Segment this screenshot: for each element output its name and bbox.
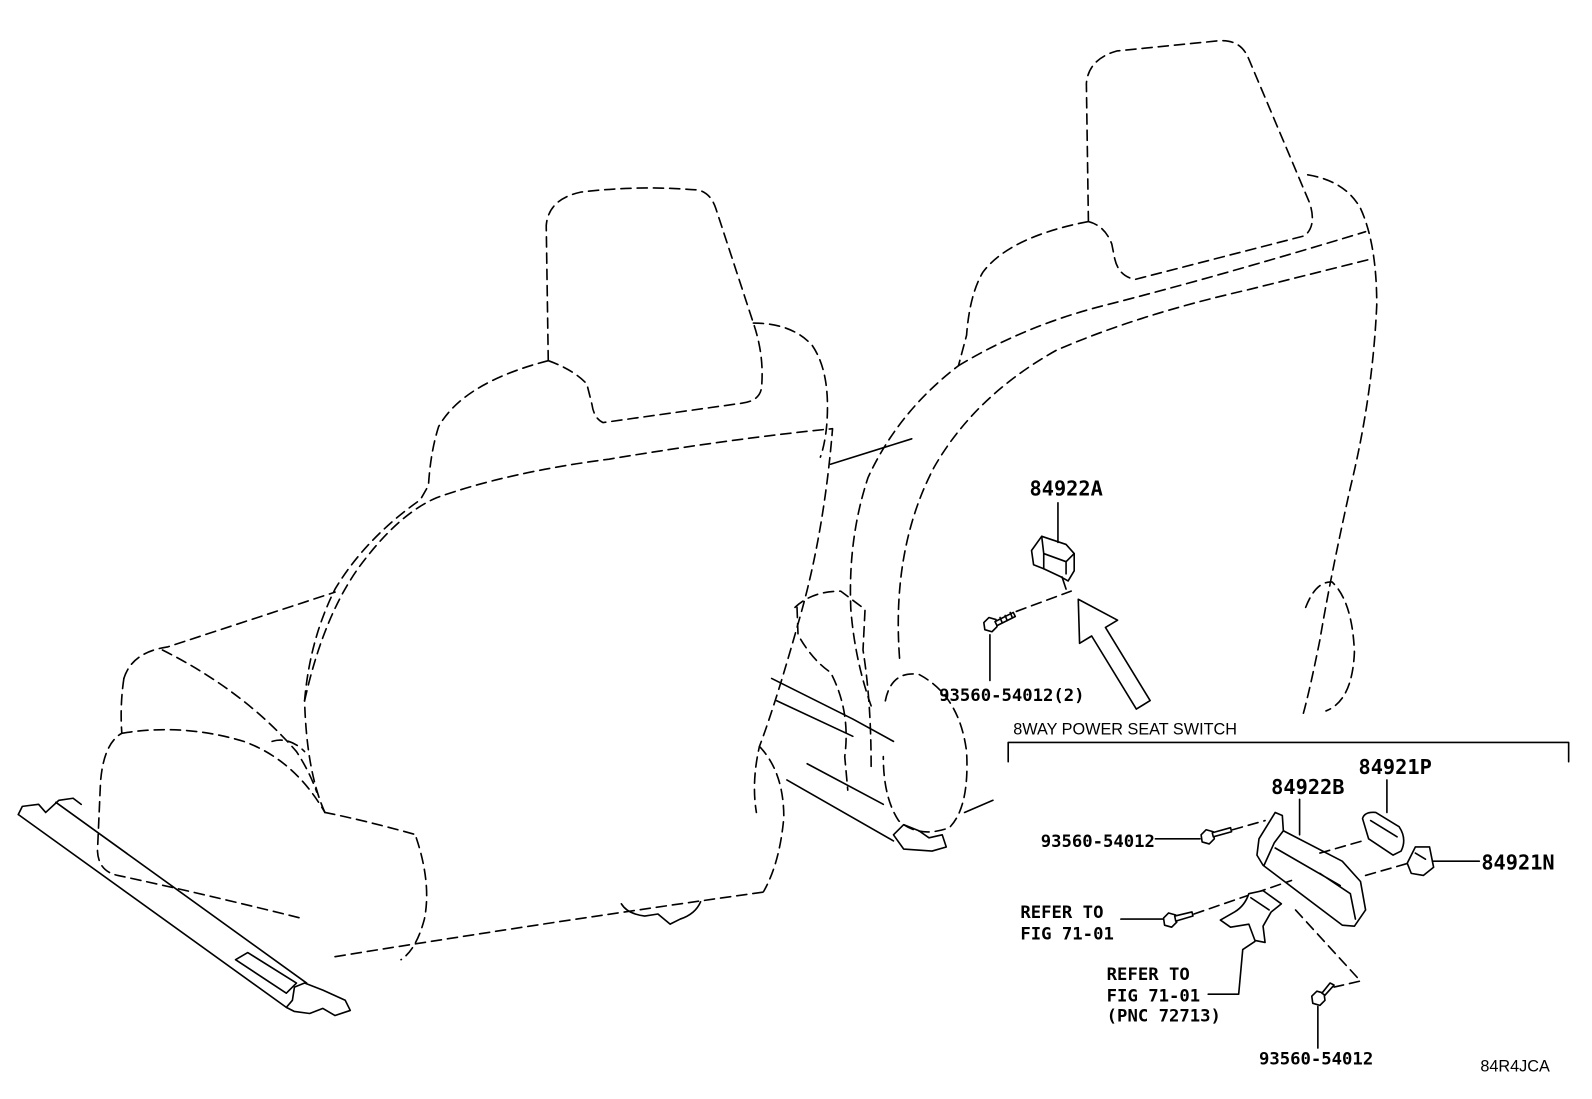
left-seat-rail-inner <box>55 801 308 984</box>
reference-lever-line-1: REFER TO <box>1107 965 1190 985</box>
screw-shank-icon <box>1321 982 1335 997</box>
knob-n-detail <box>1414 852 1427 860</box>
left-seat-rail-outer <box>17 813 288 1009</box>
left-cushion-end <box>400 837 428 961</box>
right-headrest-outline <box>1085 39 1314 281</box>
leader-reference-lever <box>1207 940 1256 996</box>
reference-lever-line-2: FIG 71-01 <box>1107 986 1200 1006</box>
knob-assembly-path <box>1319 840 1410 877</box>
bracket-screw-upper-part <box>1200 826 1233 845</box>
inset-frame <box>1007 741 1570 763</box>
bracket-screw-lower-path <box>1294 909 1362 988</box>
left-seat-rail-rear-foot <box>285 982 352 1017</box>
left-seat-rail-front-foot <box>17 797 83 816</box>
knob-n-icon <box>1406 846 1435 877</box>
reference-bolt-part <box>1162 911 1194 929</box>
screw-shank-icon <box>1211 826 1233 838</box>
seat-belt-buckle-stalk <box>796 606 849 791</box>
switch-body-detail <box>1040 535 1076 590</box>
reference-lever-part <box>1219 889 1283 944</box>
callout-switch-part[interactable]: 84922A <box>1030 477 1103 501</box>
bracket-screw-upper-path <box>1231 819 1266 831</box>
screw-shank-icon <box>994 611 1017 627</box>
bracket-screw-lower-part <box>1310 982 1335 1007</box>
left-seatback-panel <box>303 427 834 814</box>
right-seat-rail-upper <box>770 677 895 743</box>
slide-knob-part <box>1361 811 1405 856</box>
left-cushion-side <box>121 728 326 814</box>
bolt-shank-icon <box>1173 911 1194 922</box>
callout-bracket-screw-upper[interactable]: 93560-54012 <box>1041 832 1155 852</box>
screw-thread-detail <box>999 611 1014 624</box>
callout-knob-n[interactable]: 84921N <box>1481 850 1554 874</box>
left-seatback-top-outline <box>303 359 550 814</box>
bracket-detail <box>1263 829 1357 920</box>
left-seat-bottom-edge <box>334 890 768 958</box>
seat-connecting-line <box>829 438 913 466</box>
left-seatback-right-outline <box>752 322 829 458</box>
right-seatback-right-outline <box>1301 174 1378 717</box>
recline-knob-part <box>1406 846 1435 877</box>
right-seat-rail-foot <box>892 823 948 852</box>
right-seat-illustration <box>770 39 1378 852</box>
callout-bracket-part[interactable]: 84922B <box>1271 775 1344 799</box>
seat-belt-buckle-outline <box>794 590 872 768</box>
right-seat-floor-line <box>963 799 994 814</box>
left-seat-under-foot <box>620 900 702 925</box>
right-seat-rail-mid <box>775 699 854 738</box>
right-seatback-panel <box>897 258 1372 659</box>
switch-bracket-part <box>1256 811 1367 927</box>
lever-icon <box>1219 889 1283 944</box>
callout-knob-p[interactable]: 84921P <box>1358 755 1431 779</box>
inset-title: 8WAY POWER SEAT SWITCH <box>1013 720 1237 738</box>
screw-head-icon <box>1200 828 1216 845</box>
left-seat-inner-detail <box>271 739 306 753</box>
illustration-code: 84R4JCA <box>1480 1057 1550 1075</box>
bolt-head-icon <box>1162 912 1178 929</box>
screw-head-icon <box>983 616 998 633</box>
left-cushion-front <box>96 677 306 920</box>
switch-screw-part <box>983 611 1017 633</box>
left-seat-lower-side <box>758 745 785 893</box>
callout-bracket-screw-lower[interactable]: 93560-54012 <box>1259 1049 1373 1069</box>
left-seat-rail-cylinder <box>234 951 298 995</box>
switch-screw-path <box>1015 590 1072 613</box>
right-seatback-left-outline <box>849 220 1090 707</box>
reference-bolt-line-1: REFER TO <box>1020 903 1103 923</box>
right-seat-rail-inner <box>806 762 885 806</box>
reference-lever-line-3: (PNC 72713) <box>1107 1007 1221 1027</box>
left-seat-illustration <box>17 187 834 1017</box>
knob-p-icon <box>1361 811 1405 856</box>
left-cushion-top <box>123 591 336 680</box>
power-seat-switch-part <box>1030 535 1076 590</box>
screw-head-icon <box>1310 990 1326 1007</box>
right-seat-rail-lower <box>786 779 895 842</box>
knob-p-detail <box>1369 819 1398 838</box>
lever-detail <box>1250 896 1270 911</box>
right-seat-cushion-side <box>882 673 968 833</box>
left-headrest-outline <box>545 187 763 424</box>
switch-body-icon <box>1030 535 1076 582</box>
callout-switch-screw[interactable]: 93560-54012(2) <box>939 686 1084 706</box>
right-seatback-top-inner <box>957 230 1367 367</box>
reference-bolt-path <box>1193 879 1293 915</box>
view-direction-arrow-icon <box>1077 598 1151 710</box>
reference-bolt-line-2: FIG 71-01 <box>1020 924 1113 944</box>
left-cushion-crease <box>161 649 318 793</box>
right-seat-bolster <box>1304 581 1356 712</box>
left-seatback-panel-bottom <box>324 811 418 836</box>
